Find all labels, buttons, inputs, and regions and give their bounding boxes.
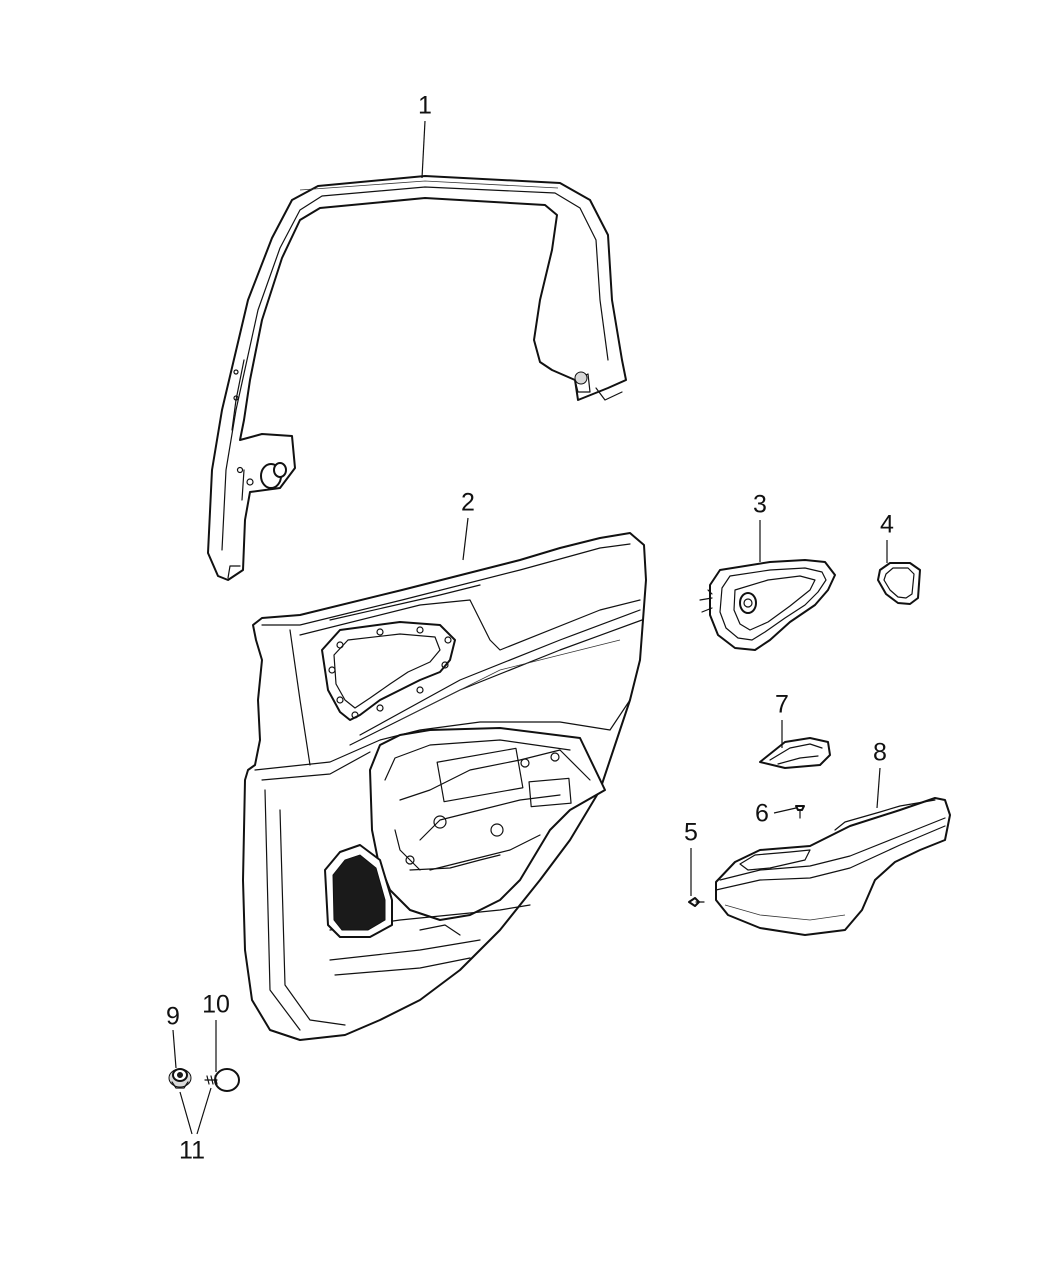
- leader-11a: [179, 1091, 193, 1135]
- part-1-door-frame-molding[interactable]: [207, 175, 627, 581]
- callout-10: 10: [202, 991, 230, 1019]
- callout-5: 5: [684, 819, 698, 847]
- callout-9: 9: [166, 1003, 180, 1031]
- part-8-armrest[interactable]: [715, 797, 951, 936]
- leader-8: [876, 767, 881, 809]
- part-3-handle-bezel[interactable]: [699, 559, 836, 651]
- leader-11b: [196, 1087, 212, 1135]
- part-5-screw[interactable]: [688, 897, 705, 907]
- part-4-cup-insert[interactable]: [877, 562, 921, 605]
- speaker-grille: [332, 854, 386, 931]
- leader-1: [421, 120, 426, 179]
- callout-1: 1: [418, 92, 432, 120]
- part-9-push-pin[interactable]: [168, 1068, 192, 1089]
- callout-11: 11: [179, 1137, 205, 1165]
- callout-2: 2: [461, 489, 475, 517]
- leader-6: [773, 807, 797, 814]
- leader-2: [462, 517, 469, 561]
- callout-6: 6: [755, 800, 769, 828]
- callout-labels: 1 2 3 4 5 6 7 8 9 10 11: [166, 92, 894, 1165]
- callout-8: 8: [873, 739, 887, 767]
- callout-7: 7: [775, 691, 789, 719]
- part-2-door-trim-panel[interactable]: [242, 532, 647, 1041]
- callout-3: 3: [753, 491, 767, 519]
- leader-9: [172, 1029, 177, 1069]
- part-6-screw[interactable]: [795, 805, 805, 819]
- callout-4: 4: [880, 511, 894, 539]
- mounting-holes: [328, 626, 452, 719]
- part-10-push-pin[interactable]: [204, 1068, 240, 1092]
- leader-lines: [172, 120, 888, 1135]
- part-7-switch-bezel[interactable]: [759, 737, 831, 769]
